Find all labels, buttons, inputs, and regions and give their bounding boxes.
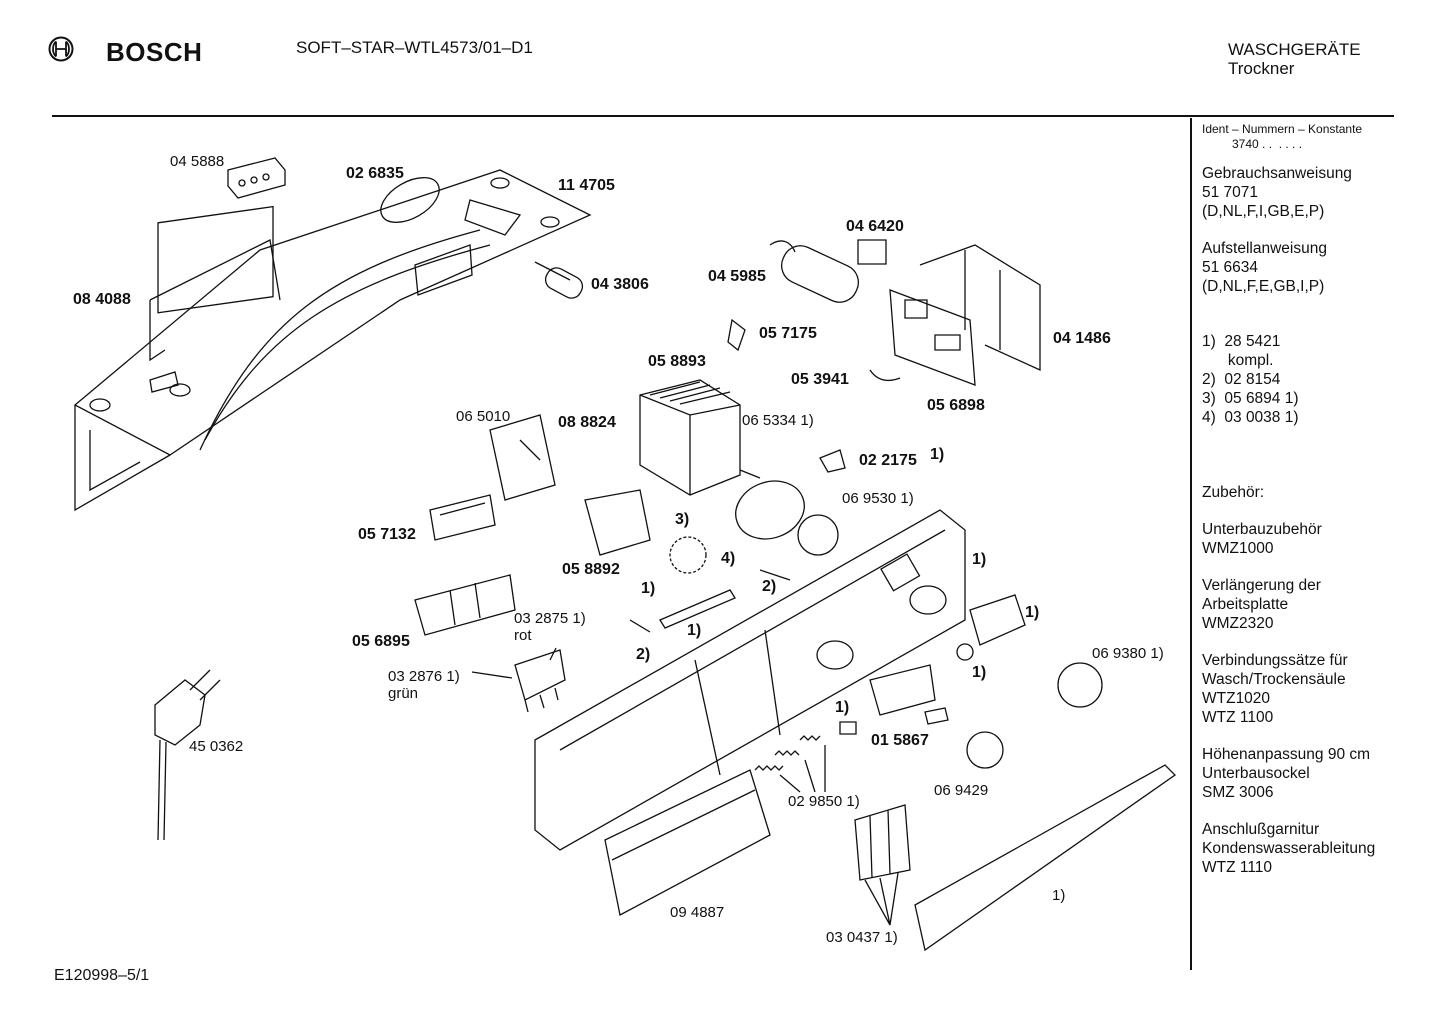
- temperature-knob-part: [967, 732, 1003, 768]
- sensor-cable-part: [870, 370, 900, 380]
- part-label: 3): [675, 511, 690, 528]
- part-label: 2): [762, 578, 777, 595]
- part-label: 02 6835: [346, 165, 404, 182]
- subcategory: Trockner: [1228, 59, 1295, 78]
- part-label: 45 0362: [189, 738, 244, 755]
- part-label: 03 2876 1) grün: [388, 668, 460, 702]
- sidebar-block-height: Höhenanpassung 90 cm Unterbausockel SMZ …: [1202, 746, 1371, 801]
- small-capacitor-part: [535, 262, 586, 302]
- part-label: 04 5985: [708, 268, 766, 285]
- part-label: 1): [835, 699, 850, 716]
- power-cord-part: [155, 670, 220, 840]
- part-label: 05 3941: [791, 371, 849, 388]
- button-leader-lines: [865, 873, 898, 925]
- gear-part: [670, 537, 706, 573]
- sidebar-block-instructions: Gebrauchsanweisung 51 7071 (D,NL,F,I,GB,…: [1202, 165, 1352, 220]
- part-label: 05 8893: [648, 353, 706, 370]
- drawer-cover-part: [605, 770, 770, 915]
- header-rule: [52, 115, 1394, 117]
- part-label: 04 5888: [170, 153, 225, 170]
- category: WASCHGERÄTE: [1228, 40, 1361, 59]
- selector-knob-part: [1058, 663, 1102, 707]
- switch-block-part: [430, 495, 495, 540]
- part-label: 06 5334 1): [742, 412, 814, 429]
- push-button-set-part: [855, 805, 910, 880]
- gear-knob-part: [798, 515, 838, 555]
- part-label: 2): [636, 646, 651, 663]
- part-label: 05 6898: [927, 397, 985, 414]
- part-label: 1): [641, 580, 656, 597]
- program-timer-part: [640, 380, 760, 495]
- spring-part: [755, 736, 820, 770]
- sidebar-block-extension: Verlängerung der Arbeitsplatte WMZ2320: [1202, 577, 1321, 632]
- brand-name: BOSCH: [106, 37, 203, 67]
- control-frame-part: [75, 170, 590, 510]
- part-label: 1): [1025, 604, 1040, 621]
- part-label: 1): [687, 622, 702, 639]
- part-label: 04 3806: [591, 276, 649, 293]
- part-label: 1): [930, 446, 945, 463]
- display-window-part: [970, 595, 1025, 645]
- part-label: 03 2875 1) rot: [514, 610, 586, 644]
- model-title: SOFT–STAR–WTL4573/01–D1: [296, 38, 533, 57]
- button-part: [630, 570, 790, 632]
- part-label: 4): [721, 550, 736, 567]
- fuse-part: [728, 320, 745, 350]
- part-label: 1): [972, 551, 987, 568]
- panel-cover-part: [870, 665, 935, 715]
- part-label: 06 9380 1): [1092, 645, 1164, 662]
- part-label: 04 1486: [1053, 330, 1111, 347]
- rail-part: [660, 590, 735, 628]
- indicator-lens-part: [957, 644, 973, 660]
- part-label: 05 7132: [358, 526, 416, 543]
- part-label: 05 8892: [562, 561, 620, 578]
- circuit-board-part: [890, 245, 1040, 385]
- terminal-block-part: [228, 158, 285, 198]
- part-label: 1): [1052, 887, 1066, 904]
- part-label: 02 9850 1): [788, 793, 860, 810]
- bracket-part: [820, 450, 845, 472]
- sidebar-block-connection-sets: Verbindungssätze für Wasch/Trockensäule …: [1202, 652, 1348, 726]
- part-label: 1): [972, 664, 987, 681]
- part-label: 09 4887: [670, 904, 725, 921]
- sidebar-block-installation: Aufstellanweisung 51 6634 (D,NL,F,E,GB,I…: [1202, 240, 1327, 295]
- spring-leader-lines: [780, 745, 825, 792]
- part-label: 08 8824: [558, 414, 616, 431]
- capacitor-part: [770, 240, 864, 308]
- control-panel-part: [535, 510, 965, 850]
- clip-part: [925, 708, 948, 724]
- ident-value: 3740 . . . . . .: [1232, 137, 1303, 151]
- sidebar-block-drain: Anschlußgarnitur Kondenswasserableitung …: [1202, 821, 1376, 876]
- part-label: 05 6895: [352, 633, 410, 650]
- part-label: 02 2175: [859, 452, 917, 469]
- sidebar-block-underbuild: Unterbauzubehör WMZ1000: [1202, 521, 1322, 557]
- part-label: 06 9530 1): [842, 490, 914, 507]
- sidebar-block-accessories: Zubehör:: [1202, 484, 1265, 501]
- bosch-logo-icon: [48, 36, 74, 62]
- part-label: 04 6420: [846, 218, 904, 235]
- document-code: E120998–5/1: [54, 967, 150, 984]
- lamp-cover-part: [840, 722, 856, 734]
- trim-strip-part: [915, 765, 1175, 950]
- relay-part: [858, 240, 886, 264]
- door-ring-part: [373, 168, 446, 231]
- part-label: 01 5867: [871, 732, 929, 749]
- part-label: 03 0437 1): [826, 929, 898, 946]
- lamp-leader-lines: [472, 648, 556, 678]
- part-label: 11 4705: [558, 177, 615, 194]
- sidebar-divider: [1190, 118, 1192, 970]
- part-label: 06 5010: [456, 408, 511, 425]
- category-heading: WASCHGERÄTE Trockner: [1228, 40, 1361, 78]
- switch-housing-part: [490, 415, 555, 500]
- sidebar-block-notes: 1) 28 5421 kompl. 2) 02 8154 3) 05 6894 …: [1202, 333, 1299, 426]
- indicator-lamp-part: [515, 650, 565, 712]
- switch-unit-part: [415, 575, 515, 635]
- part-label: 05 7175: [759, 325, 817, 342]
- ident-title: Ident – Nummern – Konstante: [1202, 122, 1363, 136]
- switch-part: [585, 490, 650, 555]
- motor-knob-part: [728, 472, 813, 549]
- part-label: 08 4088: [73, 291, 131, 308]
- part-label: 06 9429: [934, 782, 989, 799]
